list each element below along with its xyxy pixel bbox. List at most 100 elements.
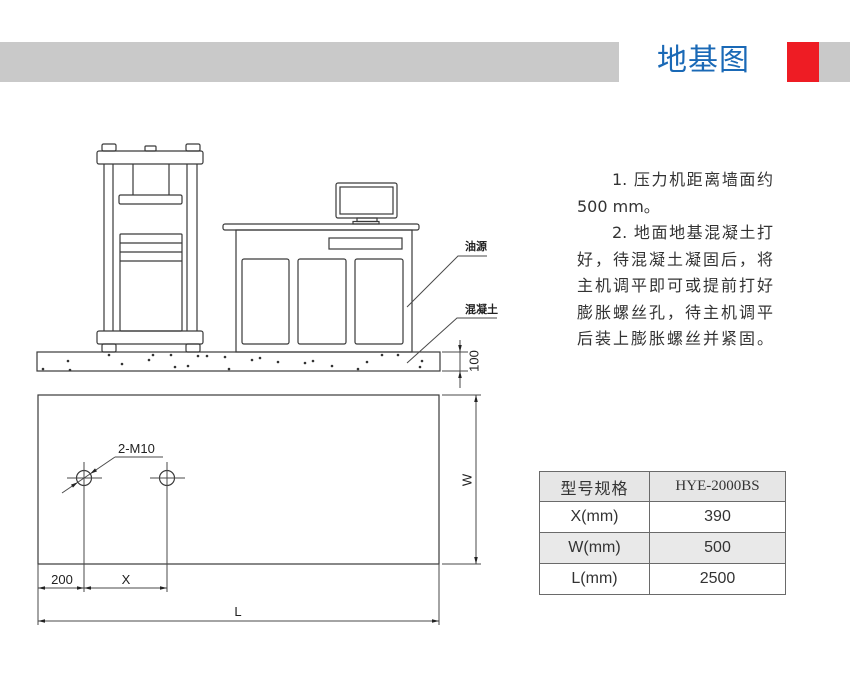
table-cell-label: W(mm) — [539, 532, 650, 564]
hole-callout-label: 2-M10 — [118, 441, 155, 456]
note-line: 1. 压力机距离墙面约 — [612, 170, 773, 189]
header-bar-left — [0, 42, 619, 82]
aggregate-dot — [41, 367, 45, 371]
aggregate-dot — [420, 359, 424, 363]
arrow-head — [474, 395, 478, 402]
arrow-head — [458, 345, 462, 352]
aggregate-dot — [365, 360, 369, 364]
edge-offset-value: 200 — [51, 572, 73, 587]
table-cell-label: L(mm) — [539, 563, 650, 595]
concrete-leader — [406, 317, 497, 364]
concrete-slab — [36, 351, 441, 372]
slab-outline — [36, 351, 441, 372]
aggregate-dot — [151, 353, 155, 357]
press-machine — [96, 143, 204, 353]
aggregate-dot — [68, 368, 72, 372]
table-cell-value: 2500 — [649, 563, 786, 595]
table-header-row: 型号规格 HYE-2000BS — [539, 471, 786, 502]
table-row: L(mm) 2500 — [539, 563, 786, 595]
top-nut-left — [101, 143, 117, 152]
table-row: X(mm) 390 — [539, 501, 786, 533]
foot-right — [185, 343, 201, 353]
length-label: L — [234, 604, 241, 619]
aggregate-dot — [356, 367, 360, 371]
aggregate-dot — [330, 364, 334, 368]
note-line: 好，待混凝土凝固后，将 — [577, 249, 773, 269]
arrow-head — [458, 371, 462, 378]
aggregate-dot — [196, 354, 200, 358]
note-line: 后装上膨胀螺丝并紧固。 — [577, 329, 773, 348]
arrow-head — [90, 468, 97, 474]
arrow-head — [77, 586, 84, 590]
top-nut-right — [185, 143, 201, 152]
foot-left — [101, 343, 117, 353]
top-beam — [96, 150, 204, 165]
arrow-head — [84, 586, 91, 590]
monitor-screen — [339, 186, 394, 215]
top-nut-center — [144, 145, 157, 152]
table-header-cell: HYE-2000BS — [649, 471, 786, 502]
aggregate-dot — [205, 354, 209, 358]
aggregate-dot — [107, 353, 111, 357]
aggregate-dot — [418, 365, 422, 369]
table-cell-value: 500 — [649, 532, 786, 564]
control-console — [222, 182, 420, 353]
aggregate-dot — [120, 362, 124, 366]
header-accent-block — [787, 42, 819, 82]
aggregate-dot — [223, 355, 227, 359]
arrow-head — [160, 586, 167, 590]
aggregate-dot — [66, 359, 70, 363]
aggregate-dot — [173, 365, 177, 369]
arrow-head — [432, 619, 439, 623]
arrow-head — [71, 482, 78, 488]
console-panel — [328, 237, 403, 250]
console-top-plate — [222, 223, 420, 231]
plan-view: 2-M10 200 X L W — [37, 394, 481, 625]
console-door — [354, 258, 404, 345]
aggregate-dot — [147, 358, 151, 362]
spec-table: 型号规格 HYE-2000BS X(mm) 390 W(mm) 500 L(mm… — [539, 471, 786, 595]
console-door — [241, 258, 290, 345]
concrete-label: 混凝土 — [465, 302, 498, 316]
foundation-outline — [37, 394, 440, 565]
width-label: W — [460, 473, 475, 486]
aggregate-dot — [227, 367, 231, 371]
slab-thickness-dimension: 100 — [442, 340, 482, 388]
lower-platen-block — [119, 233, 183, 332]
hole-spacing-label: X — [122, 572, 131, 587]
page-title: 地基图 — [657, 43, 750, 78]
console-door — [297, 258, 347, 345]
note-line: 主机调平即可或提前打好 — [577, 276, 773, 295]
note-line: 500 mm。 — [577, 196, 660, 216]
bottom-beam — [96, 330, 204, 345]
hole-callout-leader — [61, 456, 116, 494]
aggregate-dot — [311, 359, 315, 363]
header-bar-right — [819, 42, 850, 82]
oil-source-leader — [406, 255, 487, 308]
oil-source-label: 油源 — [465, 239, 487, 253]
installation-notes: 1. 压力机距离墙面约 500 mm。 2. 地面地基混凝土打 好，待混凝土凝固… — [577, 167, 773, 353]
arrow-head — [38, 586, 45, 590]
aggregate-dot — [396, 353, 400, 357]
monitor-frame — [335, 182, 398, 219]
arrow-head — [474, 557, 478, 564]
aggregate-dot — [186, 364, 190, 368]
table-cell-label: X(mm) — [539, 501, 650, 533]
note-line: 膨胀螺丝孔，待主机调平 — [577, 302, 773, 322]
aggregate-dot — [258, 356, 262, 360]
console-body — [235, 229, 413, 353]
aggregate-dot — [250, 358, 254, 362]
table-cell-value: 390 — [649, 501, 786, 533]
aggregate-dot — [276, 360, 280, 364]
aggregate-dot — [169, 353, 173, 357]
arrow-head — [38, 619, 45, 623]
table-row: W(mm) 500 — [539, 532, 786, 564]
slab-thickness-value: 100 — [467, 350, 482, 372]
upper-platen — [118, 194, 183, 205]
note-line: 2. 地面地基混凝土打 — [612, 223, 773, 242]
aggregate-dot — [380, 353, 384, 357]
aggregate-dot — [303, 361, 307, 365]
table-header-cell: 型号规格 — [539, 471, 650, 502]
